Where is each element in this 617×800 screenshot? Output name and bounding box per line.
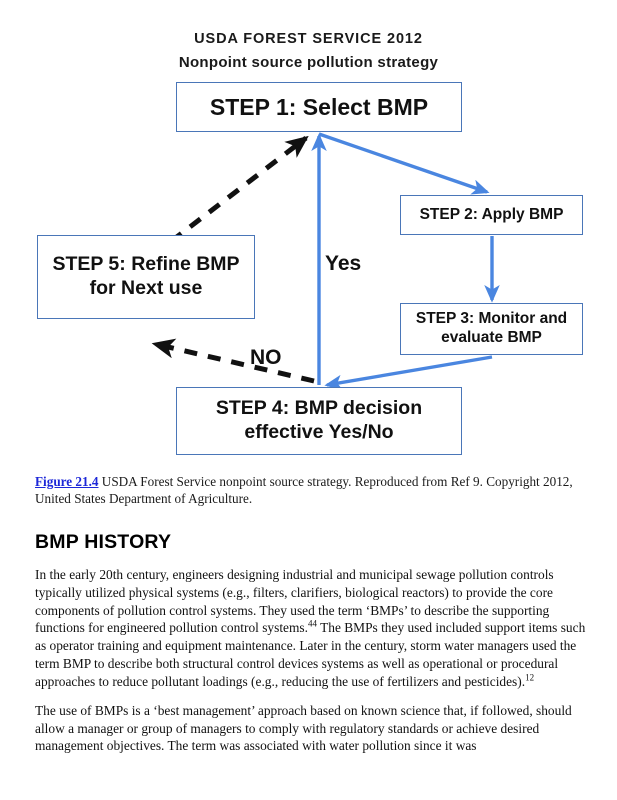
figure-caption: Figure 21.4 USDA Forest Service nonpoint…	[35, 473, 587, 508]
flow-node-step1[interactable]: STEP 1: Select BMP	[176, 82, 462, 132]
figure-title-line-2: Nonpoint source pollution strategy	[178, 54, 439, 71]
flow-node-step4[interactable]: STEP 4: BMP decision effective Yes/No	[176, 387, 462, 455]
edge-label-yes: Yes	[325, 252, 362, 275]
section-body: In the early 20th century, engineers des…	[35, 566, 588, 766]
flow-node-step5[interactable]: STEP 5: Refine BMP for Next use	[37, 235, 255, 319]
edge-step1-to-step2	[318, 132, 490, 195]
footnote-reference[interactable]: 12	[525, 672, 535, 683]
figure-caption-reference-link[interactable]: Figure 21.4	[35, 474, 99, 489]
footnote-reference[interactable]: 44	[307, 619, 317, 630]
figure-usda-flowchart: USDA FOREST SERVICE 2012 Nonpoint source…	[37, 31, 583, 455]
edge-label-no: NO	[250, 346, 282, 369]
body-paragraph: In the early 20th century, engineers des…	[35, 567, 586, 689]
section-heading-bmp-history: BMP HISTORY	[35, 531, 172, 553]
figure-caption-text: USDA Forest Service nonpoint source stra…	[35, 474, 573, 507]
flow-node-step3[interactable]: STEP 3: Monitor and evaluate BMP	[400, 303, 583, 355]
figure-title-line-1: USDA FOREST SERVICE 2012	[194, 31, 423, 47]
edge-step3-to-step4	[324, 355, 493, 391]
body-paragraph: The use of BMPs is a ‘best management’ a…	[35, 702, 572, 754]
edge-step4-to-step5-no	[151, 338, 315, 384]
flow-node-step2[interactable]: STEP 2: Apply BMP	[400, 195, 583, 235]
